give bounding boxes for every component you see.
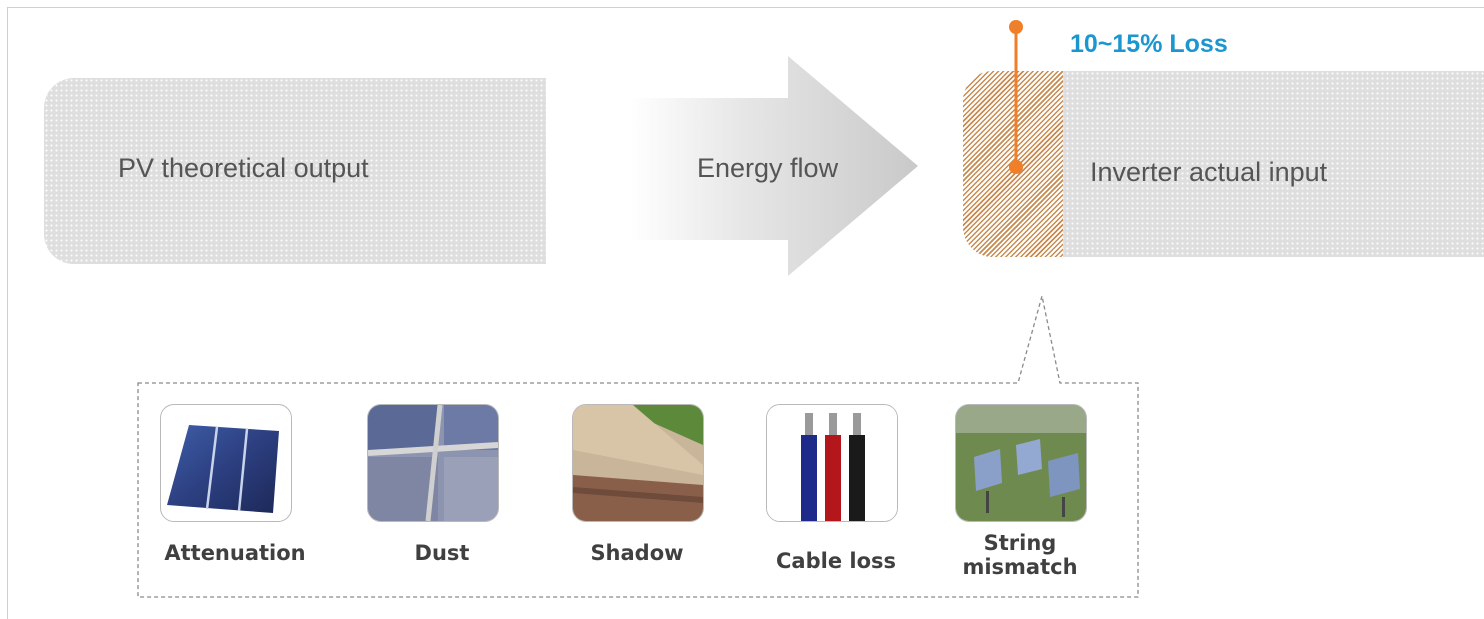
factor-tile-string-mismatch xyxy=(955,404,1087,522)
factor-caption-attenuation: Attenuation xyxy=(164,541,306,565)
shaded-panel-icon xyxy=(573,405,703,521)
inverter-actual-input-label: Inverter actual input xyxy=(1090,157,1328,187)
panel-array-icon xyxy=(956,405,1086,521)
solar-cell-icon xyxy=(167,425,279,513)
factor-caption-string-mismatch-line1: String xyxy=(983,531,1057,555)
energy-flow-label: Energy flow xyxy=(697,153,839,183)
pv-theoretical-output-box xyxy=(44,78,546,264)
inverter-actual-input-box xyxy=(1060,71,1484,257)
factor-caption-string-mismatch-line2: mismatch xyxy=(962,555,1078,579)
factor-caption-dust: Dust xyxy=(414,541,470,565)
loss-factors-callout xyxy=(137,295,1139,598)
dusty-panel-icon xyxy=(368,405,498,521)
loss-marker-icon xyxy=(1009,20,1023,174)
factor-tile-shadow xyxy=(572,404,704,522)
pv-theoretical-output-label: PV theoretical output xyxy=(118,153,369,183)
factor-tile-dust xyxy=(367,404,499,522)
cables-icon xyxy=(767,405,897,521)
loss-percentage-label: 10~15% Loss xyxy=(1070,30,1228,58)
factor-tile-attenuation xyxy=(160,404,292,522)
factor-tile-cable-loss xyxy=(766,404,898,522)
factor-caption-cable-loss: Cable loss xyxy=(776,549,896,573)
slide-frame xyxy=(7,7,1484,619)
energy-flow-arrow-icon xyxy=(630,56,918,276)
factor-caption-string-mismatch: String mismatch xyxy=(955,531,1085,579)
factor-caption-shadow: Shadow xyxy=(590,541,684,565)
